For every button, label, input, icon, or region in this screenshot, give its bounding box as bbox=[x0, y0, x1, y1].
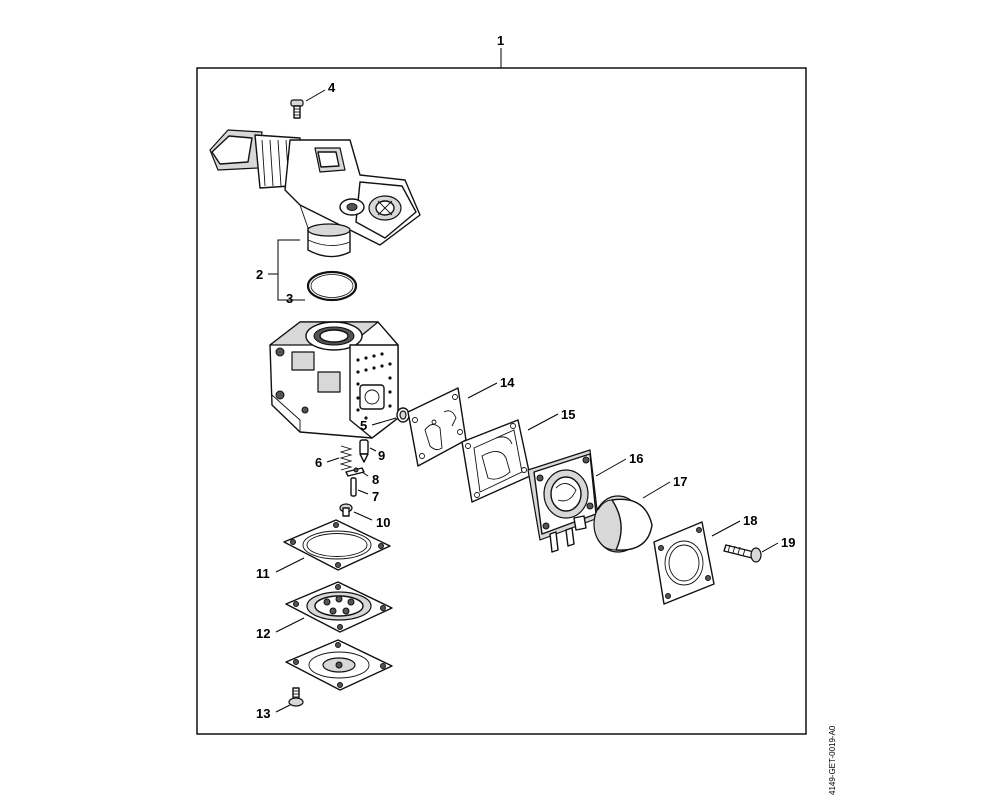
screw-part-4 bbox=[290, 99, 304, 119]
leader-9 bbox=[369, 447, 377, 452]
callout-14: 14 bbox=[500, 375, 515, 390]
callout-10: 10 bbox=[376, 515, 390, 530]
screw-part-10 bbox=[339, 503, 353, 517]
callout-19: 19 bbox=[781, 535, 795, 550]
lever-part-8 bbox=[345, 467, 365, 477]
callout-11: 11 bbox=[256, 566, 270, 581]
metering-diaphragm-plate bbox=[285, 639, 393, 691]
callout-6: 6 bbox=[315, 455, 322, 470]
plug-part-5 bbox=[396, 407, 410, 423]
leader-12 bbox=[275, 617, 305, 633]
callout-3: 3 bbox=[286, 291, 293, 306]
gasket-part-14 bbox=[407, 387, 467, 467]
drawing-code: 4149-GET-0019-A0 bbox=[828, 725, 837, 795]
callout-18: 18 bbox=[743, 513, 757, 528]
leader-7 bbox=[357, 489, 369, 495]
screw-part-19 bbox=[723, 544, 762, 563]
spring-part-6 bbox=[339, 445, 353, 471]
callout-17: 17 bbox=[673, 474, 687, 489]
flange-plate-part-18 bbox=[653, 521, 715, 605]
leader-17 bbox=[642, 481, 671, 499]
leader-14 bbox=[467, 382, 498, 399]
primer-bulb-part-17 bbox=[593, 495, 653, 553]
leader-4 bbox=[305, 89, 326, 102]
callout-2: 2 bbox=[256, 267, 263, 282]
callout-4: 4 bbox=[328, 80, 336, 95]
callout-12: 12 bbox=[256, 626, 270, 641]
callout-7: 7 bbox=[372, 489, 379, 504]
pump-cover-part-16 bbox=[527, 449, 599, 553]
leader-10 bbox=[353, 511, 373, 521]
callout-9: 9 bbox=[378, 448, 385, 463]
callout-15: 15 bbox=[561, 407, 575, 422]
o-ring-part-3 bbox=[306, 270, 358, 302]
pin-part-7 bbox=[350, 477, 357, 497]
throttle-housing-part-2 bbox=[209, 129, 421, 258]
gasket-part-15 bbox=[461, 419, 531, 503]
leader-11 bbox=[275, 557, 305, 573]
gasket-part-11 bbox=[283, 519, 391, 571]
callout-8: 8 bbox=[372, 472, 379, 487]
leader-5 bbox=[371, 417, 397, 426]
screw-part-13 bbox=[288, 687, 304, 707]
callout-5: 5 bbox=[360, 418, 367, 433]
needle-part-9 bbox=[359, 439, 369, 463]
leader-16 bbox=[595, 458, 627, 477]
callout-1: 1 bbox=[497, 33, 504, 48]
callout-13: 13 bbox=[256, 706, 270, 721]
leader-19 bbox=[761, 542, 779, 553]
callout-16: 16 bbox=[629, 451, 643, 466]
leader-15 bbox=[527, 413, 559, 431]
diaphragm-part-12 bbox=[285, 581, 393, 633]
leader-18 bbox=[711, 520, 741, 537]
leader-13 bbox=[275, 704, 291, 713]
leader-2-3-bracket bbox=[277, 239, 305, 301]
leader-8 bbox=[361, 471, 369, 477]
carburetor-body bbox=[269, 321, 399, 439]
leader-6 bbox=[326, 457, 340, 463]
